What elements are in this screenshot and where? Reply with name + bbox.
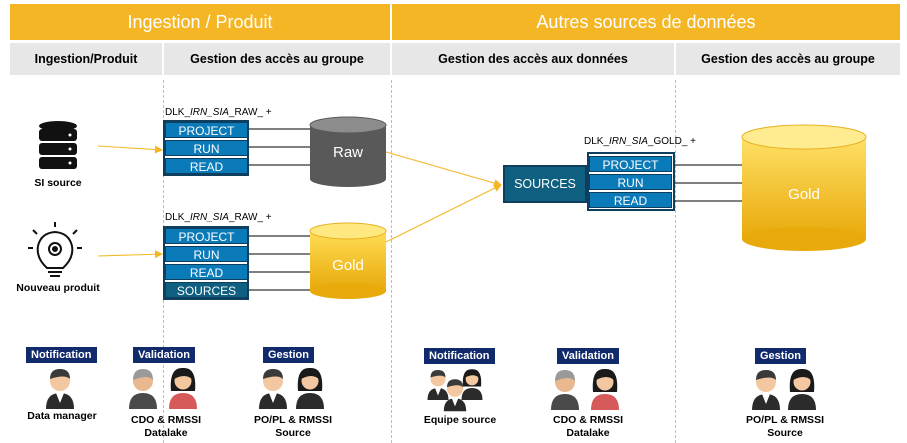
group2-run: RUN [165, 246, 248, 262]
gold-cylinder-small [309, 222, 387, 299]
lightbulb-gear-icon [28, 222, 82, 277]
group2-box [163, 226, 249, 300]
tag-notification-2: Notification [424, 348, 495, 364]
group2-name: DLK_IRN_SIA_RAW_ + [165, 212, 272, 223]
group3-project: PROJECT [589, 156, 672, 172]
tag-validation-1: Validation [133, 347, 195, 363]
caption-data-manager: Data manager [27, 410, 97, 422]
avatar-cdo-2 [551, 370, 579, 410]
subheader-gestion-donnees: Gestion des accès aux données [392, 43, 674, 75]
group2-read: READ [165, 264, 248, 280]
caption-equipe-source: Equipe source [423, 414, 497, 426]
nouveau-produit-label: Nouveau produit [16, 282, 100, 294]
avatar-cdo-1 [129, 369, 157, 409]
tag-notification-1: Notification [26, 347, 97, 363]
tag-validation-2: Validation [557, 348, 619, 364]
group1-box [163, 120, 249, 176]
avatar-rmssi-1 [169, 367, 197, 409]
header-autres-sources: Autres sources de données [392, 4, 900, 40]
group1-read: READ [165, 158, 248, 174]
gold-label-large: Gold [788, 186, 820, 203]
avatar-rmssi-2 [591, 368, 619, 410]
tag-gestion-2: Gestion [755, 348, 806, 364]
avatar-popl-2 [752, 370, 780, 410]
tag-gestion-1: Gestion [263, 347, 314, 363]
raw-label: Raw [332, 144, 363, 161]
group2-project: PROJECT [165, 228, 248, 244]
subheader-ingestion-produit: Ingestion/Produit [10, 43, 162, 75]
avatar-rmssi-source-1 [296, 367, 324, 409]
header-ingestion: Ingestion / Produit [10, 4, 390, 40]
database-icon [39, 121, 77, 169]
group3-read: READ [589, 192, 672, 208]
gold-cylinder-large [741, 124, 867, 251]
sources-box: SOURCES [503, 165, 587, 203]
gold-label-small: Gold [332, 257, 364, 274]
avatar-data-manager [46, 369, 74, 409]
group1-project: PROJECT [165, 122, 248, 138]
group1-run: RUN [165, 140, 248, 156]
column-divider [675, 80, 676, 443]
si-source-label: SI source [34, 177, 82, 189]
subheader-gestion-groupe-2: Gestion des accès au groupe [676, 43, 900, 75]
raw-cylinder [309, 116, 387, 187]
group3-name: DLK_IRN_SIA_GOLD_ + [584, 136, 697, 147]
group3-box [587, 152, 675, 211]
avatar-equipe-source [427, 369, 483, 412]
group1-name: DLK_IRN_SIA_RAW_ + [165, 107, 272, 118]
group3-run: RUN [589, 174, 672, 190]
group2-sources: SOURCES [165, 282, 248, 298]
avatar-rmssi-source-2 [788, 368, 816, 410]
column-divider [391, 80, 392, 443]
subheader-gestion-groupe-1: Gestion des accès au groupe [164, 43, 390, 75]
avatar-popl-1 [259, 369, 287, 409]
